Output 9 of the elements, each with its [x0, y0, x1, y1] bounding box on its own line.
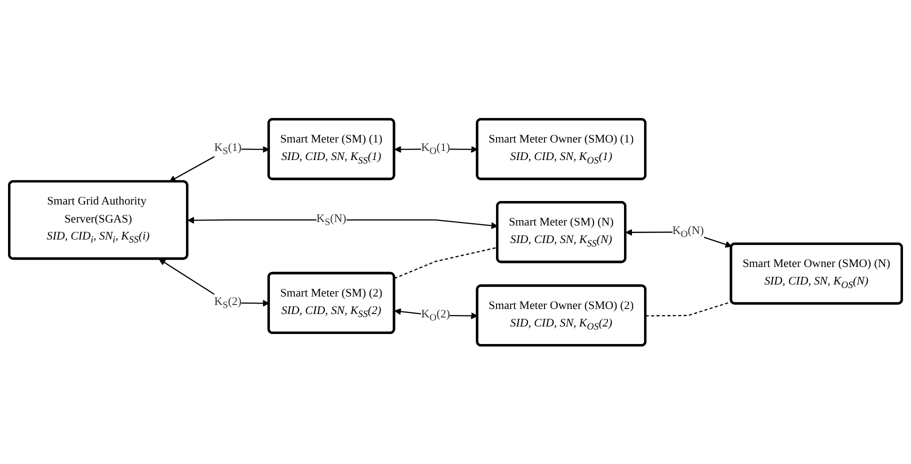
arrow: [188, 216, 498, 229]
edge-label: K$_{S}$(1): [214, 142, 242, 156]
edge-label: K$_{O}$(N): [672, 224, 704, 240]
connector: [394, 246, 498, 279]
edge-label: K$_{S}$(N): [316, 212, 346, 228]
connector: [646, 300, 732, 316]
edge-label: K$_{O}$(1): [421, 142, 450, 156]
edge-label: K$_{S}$(2): [214, 295, 242, 310]
edge-label: K$_{O}$(2): [421, 308, 450, 323]
